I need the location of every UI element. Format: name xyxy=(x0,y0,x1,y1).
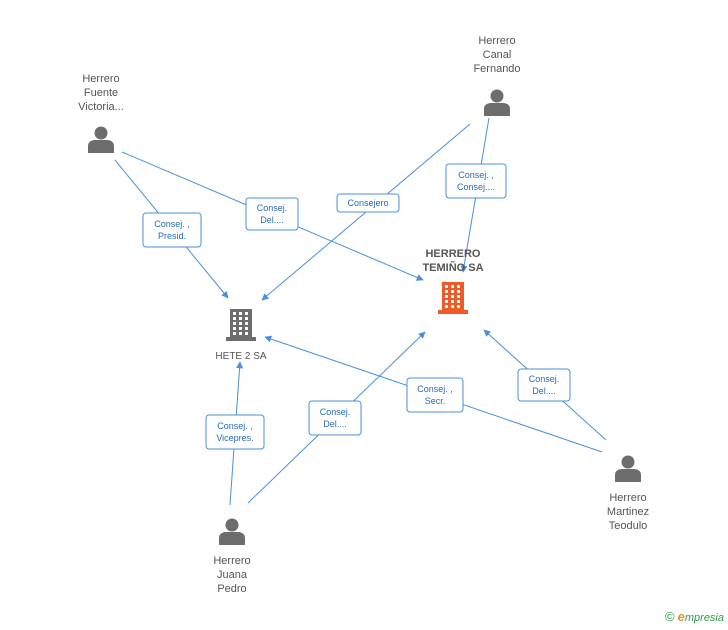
role-label-box xyxy=(142,212,202,248)
person-icon xyxy=(88,126,114,153)
person-icon xyxy=(219,518,245,545)
role-label-box xyxy=(445,163,507,199)
node-label-canal: Fernando xyxy=(473,63,520,75)
role-label-text: Presid. xyxy=(158,231,186,241)
role-label[interactable]: Consej. , Consej.... xyxy=(445,163,507,199)
role-label-text: Consej. , xyxy=(417,384,453,394)
nodes-layer: HerreroFuenteVictoria...HerreroCanalFern… xyxy=(78,35,649,595)
role-label[interactable]: Consej. , Secr. xyxy=(406,377,464,413)
role-label-box xyxy=(336,193,400,213)
role-label-text: Consej. xyxy=(529,374,560,384)
role-label[interactable]: Consej. , Vicepres. xyxy=(205,414,265,450)
node-label-teminio: TEMIÑO SA xyxy=(422,261,483,274)
node-label-martinez: Teodulo xyxy=(609,520,648,532)
edges-layer: Consej. ,Presid.Consej.Del....ConsejeroC… xyxy=(114,117,607,506)
person-icon xyxy=(615,455,641,482)
role-label-text: Del.... xyxy=(260,215,284,225)
role-label-text: Consej. , xyxy=(458,170,494,180)
edge-juana-hete: Consej. , Vicepres. xyxy=(205,361,265,506)
brand-logo-initial: e xyxy=(677,609,685,624)
person-icon xyxy=(484,89,510,116)
role-label-text: Del.... xyxy=(532,386,556,396)
copyright-symbol: © xyxy=(665,609,675,624)
role-label[interactable]: Consejero xyxy=(336,193,400,213)
node-label-juana: Pedro xyxy=(217,583,246,595)
role-label-box xyxy=(205,414,265,450)
edge-canal-teminio: Consej. , Consej.... xyxy=(445,117,507,273)
building-icon xyxy=(438,282,468,314)
node-label-canal: Herrero xyxy=(478,35,515,47)
edge-canal-hete: Consejero xyxy=(261,123,471,301)
edge-fuente-teminio: Consej. Del.... xyxy=(121,151,424,281)
node-label-teminio: HERRERO xyxy=(425,248,480,260)
role-label[interactable]: Consej. Del.... xyxy=(245,197,299,231)
node-label-fuente: Fuente xyxy=(84,87,118,99)
node-label-fuente: Victoria... xyxy=(78,101,124,113)
building-icon xyxy=(226,309,256,341)
node-label-hete: HETE 2 SA xyxy=(215,351,266,362)
role-label[interactable]: Consej. Del.... xyxy=(517,368,571,402)
role-label-text: Consej. , xyxy=(154,219,190,229)
role-label-text: Del.... xyxy=(323,419,347,429)
node-label-juana: Juana xyxy=(217,569,248,581)
brand-logo: ©empresia xyxy=(665,609,724,624)
role-label-text: Consej. , xyxy=(217,421,253,431)
role-label-text: Consejero xyxy=(347,198,388,208)
brand-logo-text: mpresia xyxy=(684,612,724,624)
role-label-box xyxy=(308,400,362,436)
node-label-juana: Herrero xyxy=(213,555,250,567)
node-label-canal: Canal xyxy=(483,49,512,61)
role-label-text: Vicepres. xyxy=(216,433,253,443)
role-label-text: Consej.... xyxy=(457,182,495,192)
edge-martinez-hete: Consej. , Secr. xyxy=(264,335,603,453)
role-label-text: Consej. xyxy=(320,407,351,417)
node-label-fuente: Herrero xyxy=(82,73,119,85)
role-label[interactable]: Consej. , Presid. xyxy=(142,212,202,248)
role-label-box xyxy=(517,368,571,402)
node-label-martinez: Herrero xyxy=(609,492,646,504)
role-label-text: Secr. xyxy=(425,396,446,406)
role-label[interactable]: Consej. Del.... xyxy=(308,400,362,436)
edge-fuente-hete: Consej. , Presid. xyxy=(114,159,229,299)
node-label-martinez: Martinez xyxy=(607,506,649,518)
node-fuente[interactable]: HerreroFuenteVictoria... xyxy=(78,73,124,153)
role-label-text: Consej. xyxy=(257,203,288,213)
edge-martinez-teminio: Consej. Del.... xyxy=(483,329,607,441)
role-label-box xyxy=(406,377,464,413)
edge-juana-teminio: Consej. Del.... xyxy=(247,331,426,504)
role-label-box xyxy=(245,197,299,231)
node-hete[interactable]: HETE 2 SA xyxy=(215,309,267,362)
